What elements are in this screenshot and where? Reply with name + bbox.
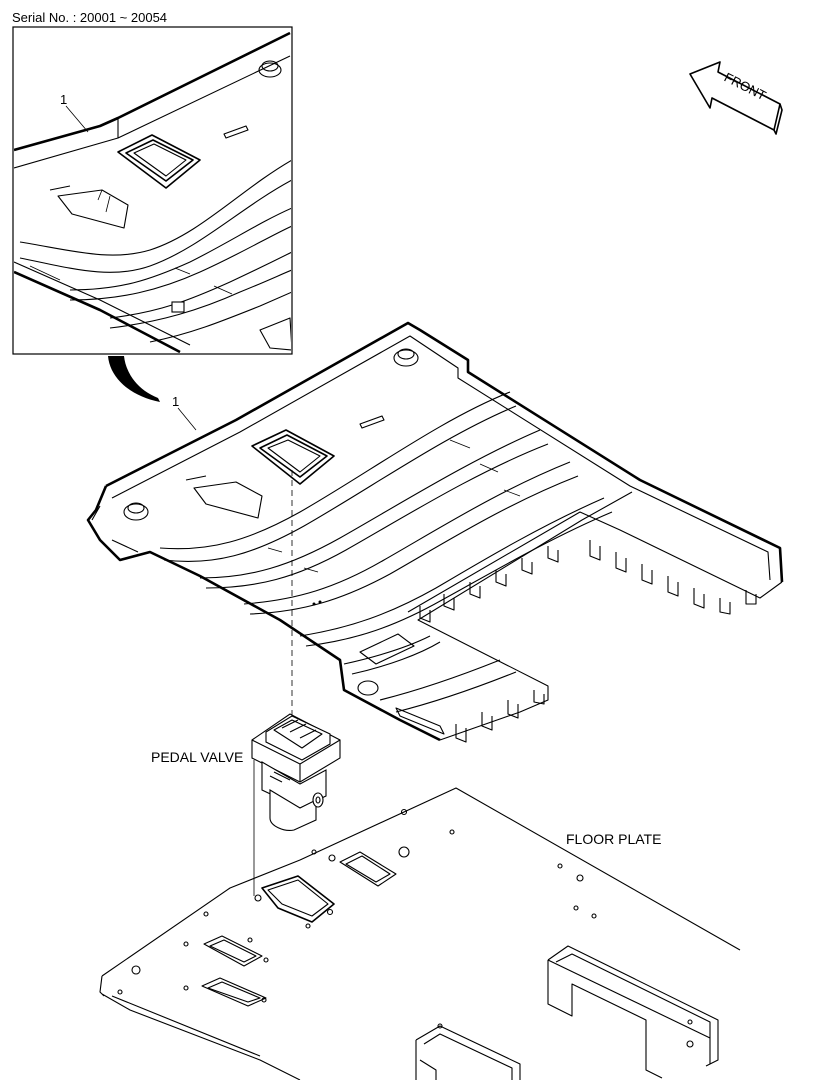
- callout-main-leader: [177, 407, 197, 431]
- bolt-holes: [117, 808, 694, 1048]
- serial-number-label: Serial No. : 20001 ~ 20054: [12, 10, 168, 25]
- floor-plate-label: FLOOR PLATE: [566, 831, 662, 847]
- callout-detail-number: 1: [60, 92, 67, 107]
- pedal-valve-label: PEDAL VALVE: [151, 749, 244, 765]
- pedal-valve: [251, 713, 341, 831]
- callout-main-number: 1: [172, 394, 179, 409]
- front-arrow-label: FRONT: [722, 70, 769, 104]
- front-direction-arrow: FRONT: [689, 61, 783, 135]
- floor-plate: [99, 787, 741, 1080]
- callout-detail-leader: [65, 105, 89, 133]
- floor-mat: [86, 321, 784, 743]
- detail-pointer-arrow: [108, 356, 160, 402]
- detail-inset: [12, 26, 293, 355]
